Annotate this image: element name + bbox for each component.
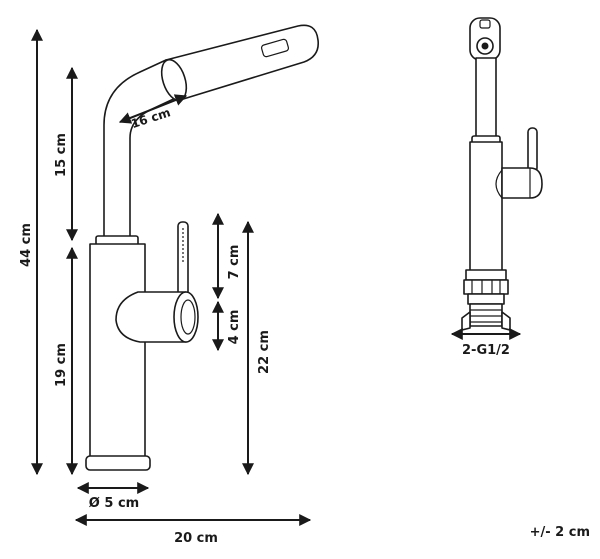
label-handle-upper: 7 cm [227,245,242,280]
label-body-height: 19 cm [54,343,69,387]
label-reach: 20 cm [174,531,218,546]
spout-arm [165,24,320,101]
faucet-body [89,243,146,459]
side-neck [475,57,497,141]
side-mount-ring-top [465,269,507,281]
base-plate [85,455,151,471]
side-mount-ring [463,279,509,295]
label-base-to-handle: 22 cm [257,330,272,374]
label-base-diameter: Ø 5 cm [89,496,139,511]
handle-cap [173,291,199,343]
label-handle-lower: 4 cm [227,310,242,345]
side-lever-stick [527,127,538,173]
label-tolerance: +/- 2 cm [530,525,590,540]
side-handle [501,167,543,199]
dim-line-spout-diameter [118,94,188,124]
label-spout-height: 15 cm [54,133,69,177]
aerator-slot [260,38,290,58]
label-total-height: 44 cm [19,223,34,267]
side-body [469,141,503,273]
handle-cylinder [115,291,187,343]
label-thread: 2-G1/2 [462,343,510,358]
side-thread-connector [469,303,503,327]
faucet-side-view [461,17,543,331]
faucet-front-view [85,24,320,471]
